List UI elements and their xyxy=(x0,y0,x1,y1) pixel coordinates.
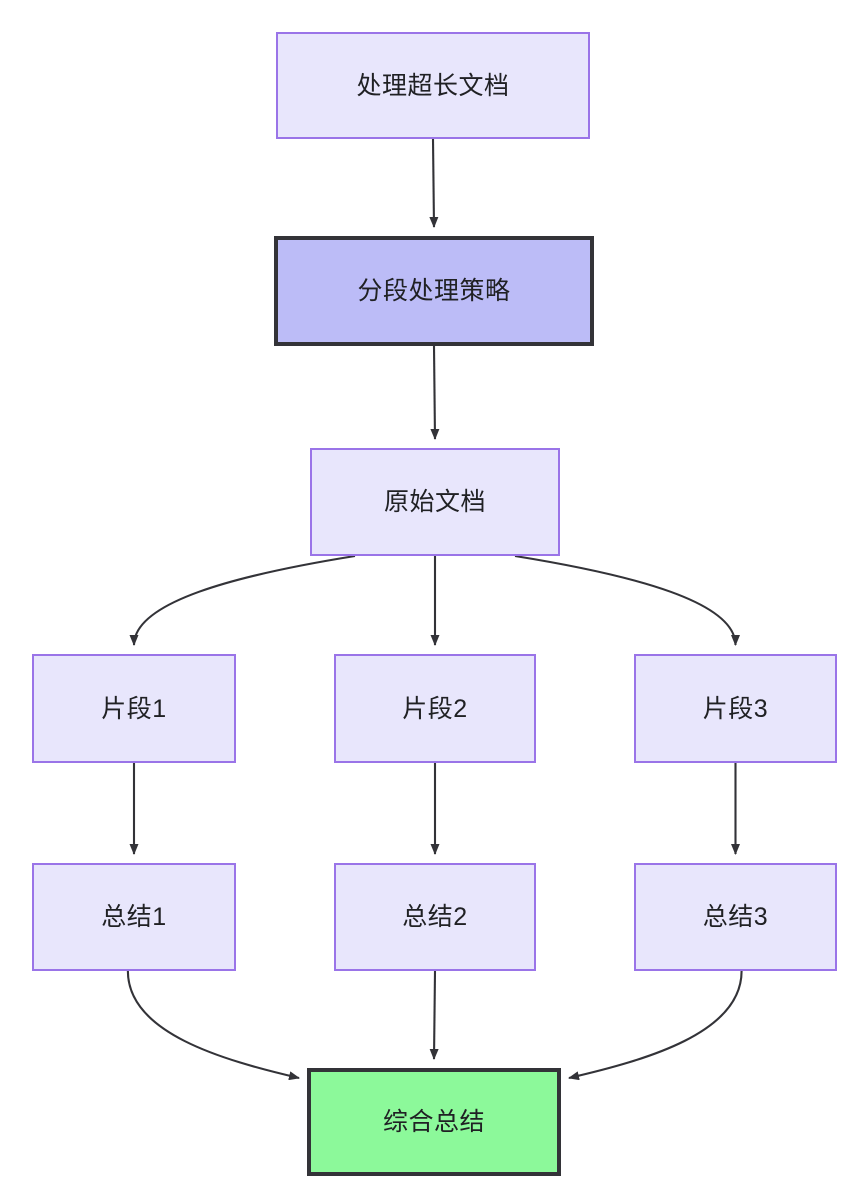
edge-strategy-to-source xyxy=(430,345,440,440)
node-summary3[interactable]: 总结3 xyxy=(634,863,837,971)
node-final[interactable]: 综合总结 xyxy=(307,1068,561,1176)
node-doc_long[interactable]: 处理超长文档 xyxy=(276,32,590,139)
node-label: 片段1 xyxy=(101,694,167,723)
node-chunk2[interactable]: 片段2 xyxy=(334,654,536,763)
edge-source-to-chunk3 xyxy=(514,554,740,646)
node-label: 原始文档 xyxy=(383,488,486,516)
node-label: 总结1 xyxy=(101,903,167,931)
node-label: 片段2 xyxy=(402,694,468,723)
node-label: 综合总结 xyxy=(382,1108,485,1136)
node-label: 总结2 xyxy=(402,903,468,931)
node-strategy[interactable]: 分段处理策略 xyxy=(274,236,594,346)
edge-doc_long-to-strategy xyxy=(429,138,439,228)
edge-summary2-to-final xyxy=(429,970,439,1060)
node-chunk1[interactable]: 片段1 xyxy=(32,654,236,763)
edge-summary1-to-final xyxy=(126,970,300,1081)
node-summary1[interactable]: 总结1 xyxy=(32,863,236,971)
node-summary2[interactable]: 总结2 xyxy=(334,863,536,971)
edge-summary3-to-final xyxy=(568,970,743,1081)
edge-source-to-chunk1 xyxy=(129,554,356,646)
node-source[interactable]: 原始文档 xyxy=(310,448,560,556)
node-label: 片段3 xyxy=(702,694,769,723)
node-chunk3[interactable]: 片段3 xyxy=(634,654,837,763)
node-label: 总结3 xyxy=(702,903,769,931)
node-label: 处理超长文档 xyxy=(356,71,510,100)
node-label: 分段处理策略 xyxy=(357,277,511,305)
